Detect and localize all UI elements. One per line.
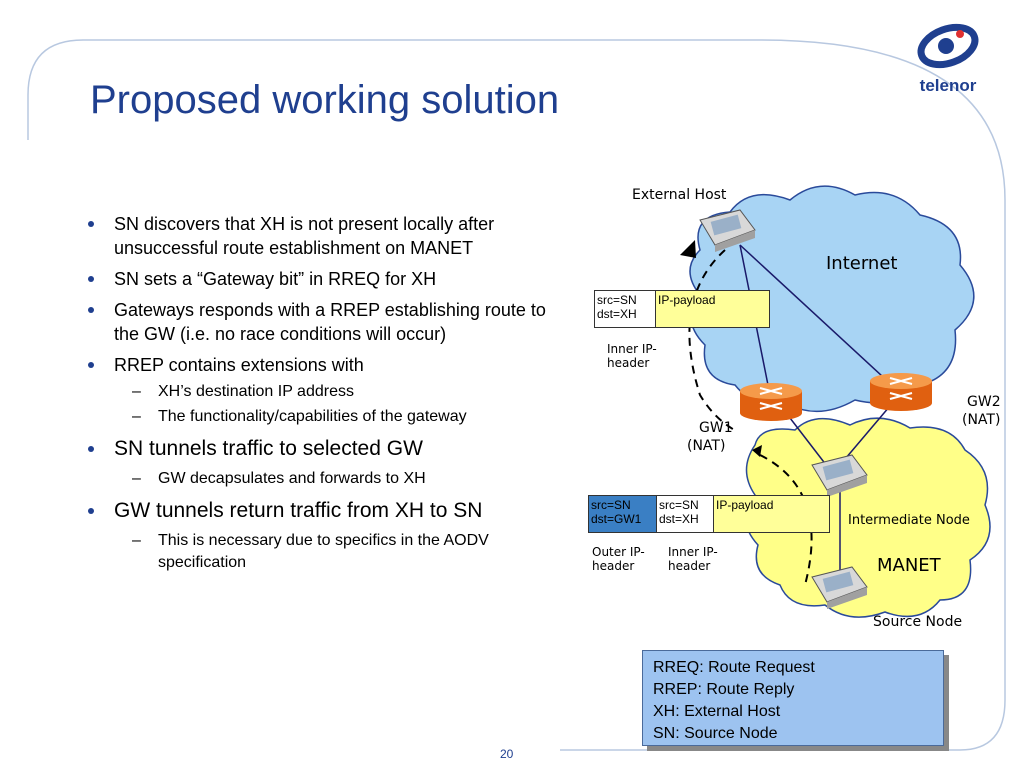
bullet-item: SN sets a “Gateway bit” in RREQ for XH	[88, 267, 558, 291]
gw1-label-line1: GW1	[699, 420, 733, 436]
external-host-device	[699, 209, 756, 252]
bullet-text: SN tunnels traffic to selected GW	[114, 437, 423, 460]
legend-item: RREP: Route Reply	[653, 681, 795, 698]
tunnel-packet-inner: src=SN dst=XH IP-payload	[594, 290, 770, 328]
packet-dst: dst=GW1	[591, 512, 642, 526]
packet-dst: dst=XH	[597, 307, 637, 321]
bullet-text: SN sets a “Gateway bit” in RREQ for XH	[114, 269, 437, 289]
legend-item: RREQ: Route Request	[653, 659, 815, 676]
gw2-router	[870, 373, 932, 411]
intermediate-node-device	[811, 454, 868, 497]
source-node-device	[811, 566, 868, 609]
bullet-item: Gateways responds with a RREP establishi…	[88, 298, 558, 346]
page-number: 20	[500, 747, 514, 761]
sub-bullet-text: XH’s destination IP address	[158, 383, 354, 400]
label-line: header	[607, 356, 650, 370]
bullet-text: GW tunnels return traffic from XH to SN	[114, 499, 483, 522]
logo-text: telenor	[919, 76, 977, 95]
bullet-item: RREP contains extensions with	[88, 353, 558, 377]
bullet-text: RREP contains extensions with	[114, 355, 364, 375]
abbreviation-legend: RREQ: Route Request RREP: Route Reply XH…	[642, 650, 944, 746]
label-line: Inner IP-	[668, 545, 718, 559]
inner-header-label: Inner IP- header	[607, 342, 657, 370]
bullet-item: SN discovers that XH is not present loca…	[88, 212, 558, 260]
bullet-item: SN tunnels traffic to selected GW	[88, 434, 558, 464]
bullet-list: SN discovers that XH is not present loca…	[88, 212, 558, 580]
sub-bullet-item: –XH’s destination IP address	[132, 383, 354, 400]
internet-label: Internet	[826, 253, 897, 274]
sub-bullet-text: GW decapsulates and forwards to XH	[158, 470, 426, 487]
sub-bullet-text: This is necessary due to specifics in th…	[158, 532, 489, 571]
label-line: header	[668, 559, 711, 573]
packet-payload: IP-payload	[714, 496, 829, 532]
source-node-label: Source Node	[873, 614, 962, 630]
gw2-label-line1: GW2	[967, 394, 1001, 410]
legend-item: SN: Source Node	[653, 725, 778, 742]
packet-src: src=SN	[591, 498, 631, 512]
inner-header-label: Inner IP- header	[668, 545, 718, 573]
manet-cloud	[745, 417, 991, 618]
telenor-logo: telenor	[908, 20, 988, 100]
gw2-label-line2: (NAT)	[962, 412, 1000, 428]
gw1-label-line2: (NAT)	[687, 438, 725, 454]
manet-label: MANET	[877, 555, 942, 576]
sub-bullet-item: –GW decapsulates and forwards to XH	[132, 470, 426, 487]
label-line: Inner IP-	[607, 342, 657, 356]
external-host-label: External Host	[632, 187, 727, 203]
internet-cloud	[689, 185, 975, 413]
packet-payload: IP-payload	[656, 291, 769, 327]
sub-bullet-item: –The functionality/capabilities of the g…	[132, 408, 467, 425]
sub-bullet-item: –This is necessary due to specifics in t…	[132, 532, 489, 571]
label-line: header	[592, 559, 635, 573]
legend-item: XH: External Host	[653, 703, 781, 720]
sub-bullet-text: The functionality/capabilities of the ga…	[158, 408, 467, 425]
tunnel-packet-outer: src=SN dst=GW1 src=SN dst=XH IP-payload	[588, 495, 830, 533]
intermediate-node-label: Intermediate Node	[848, 513, 970, 528]
outer-header-label: Outer IP- header	[592, 545, 645, 573]
packet-src: src=SN	[597, 293, 637, 307]
label-line: Outer IP-	[592, 545, 645, 559]
page-title: Proposed working solution	[90, 78, 560, 122]
packet-dst: dst=XH	[659, 512, 699, 526]
gw1-router	[740, 383, 802, 421]
bullet-text: Gateways responds with a RREP establishi…	[114, 300, 546, 344]
bullet-text: SN discovers that XH is not present loca…	[114, 214, 495, 258]
bullet-item: GW tunnels return traffic from XH to SN	[88, 496, 558, 526]
packet-src: src=SN	[659, 498, 699, 512]
